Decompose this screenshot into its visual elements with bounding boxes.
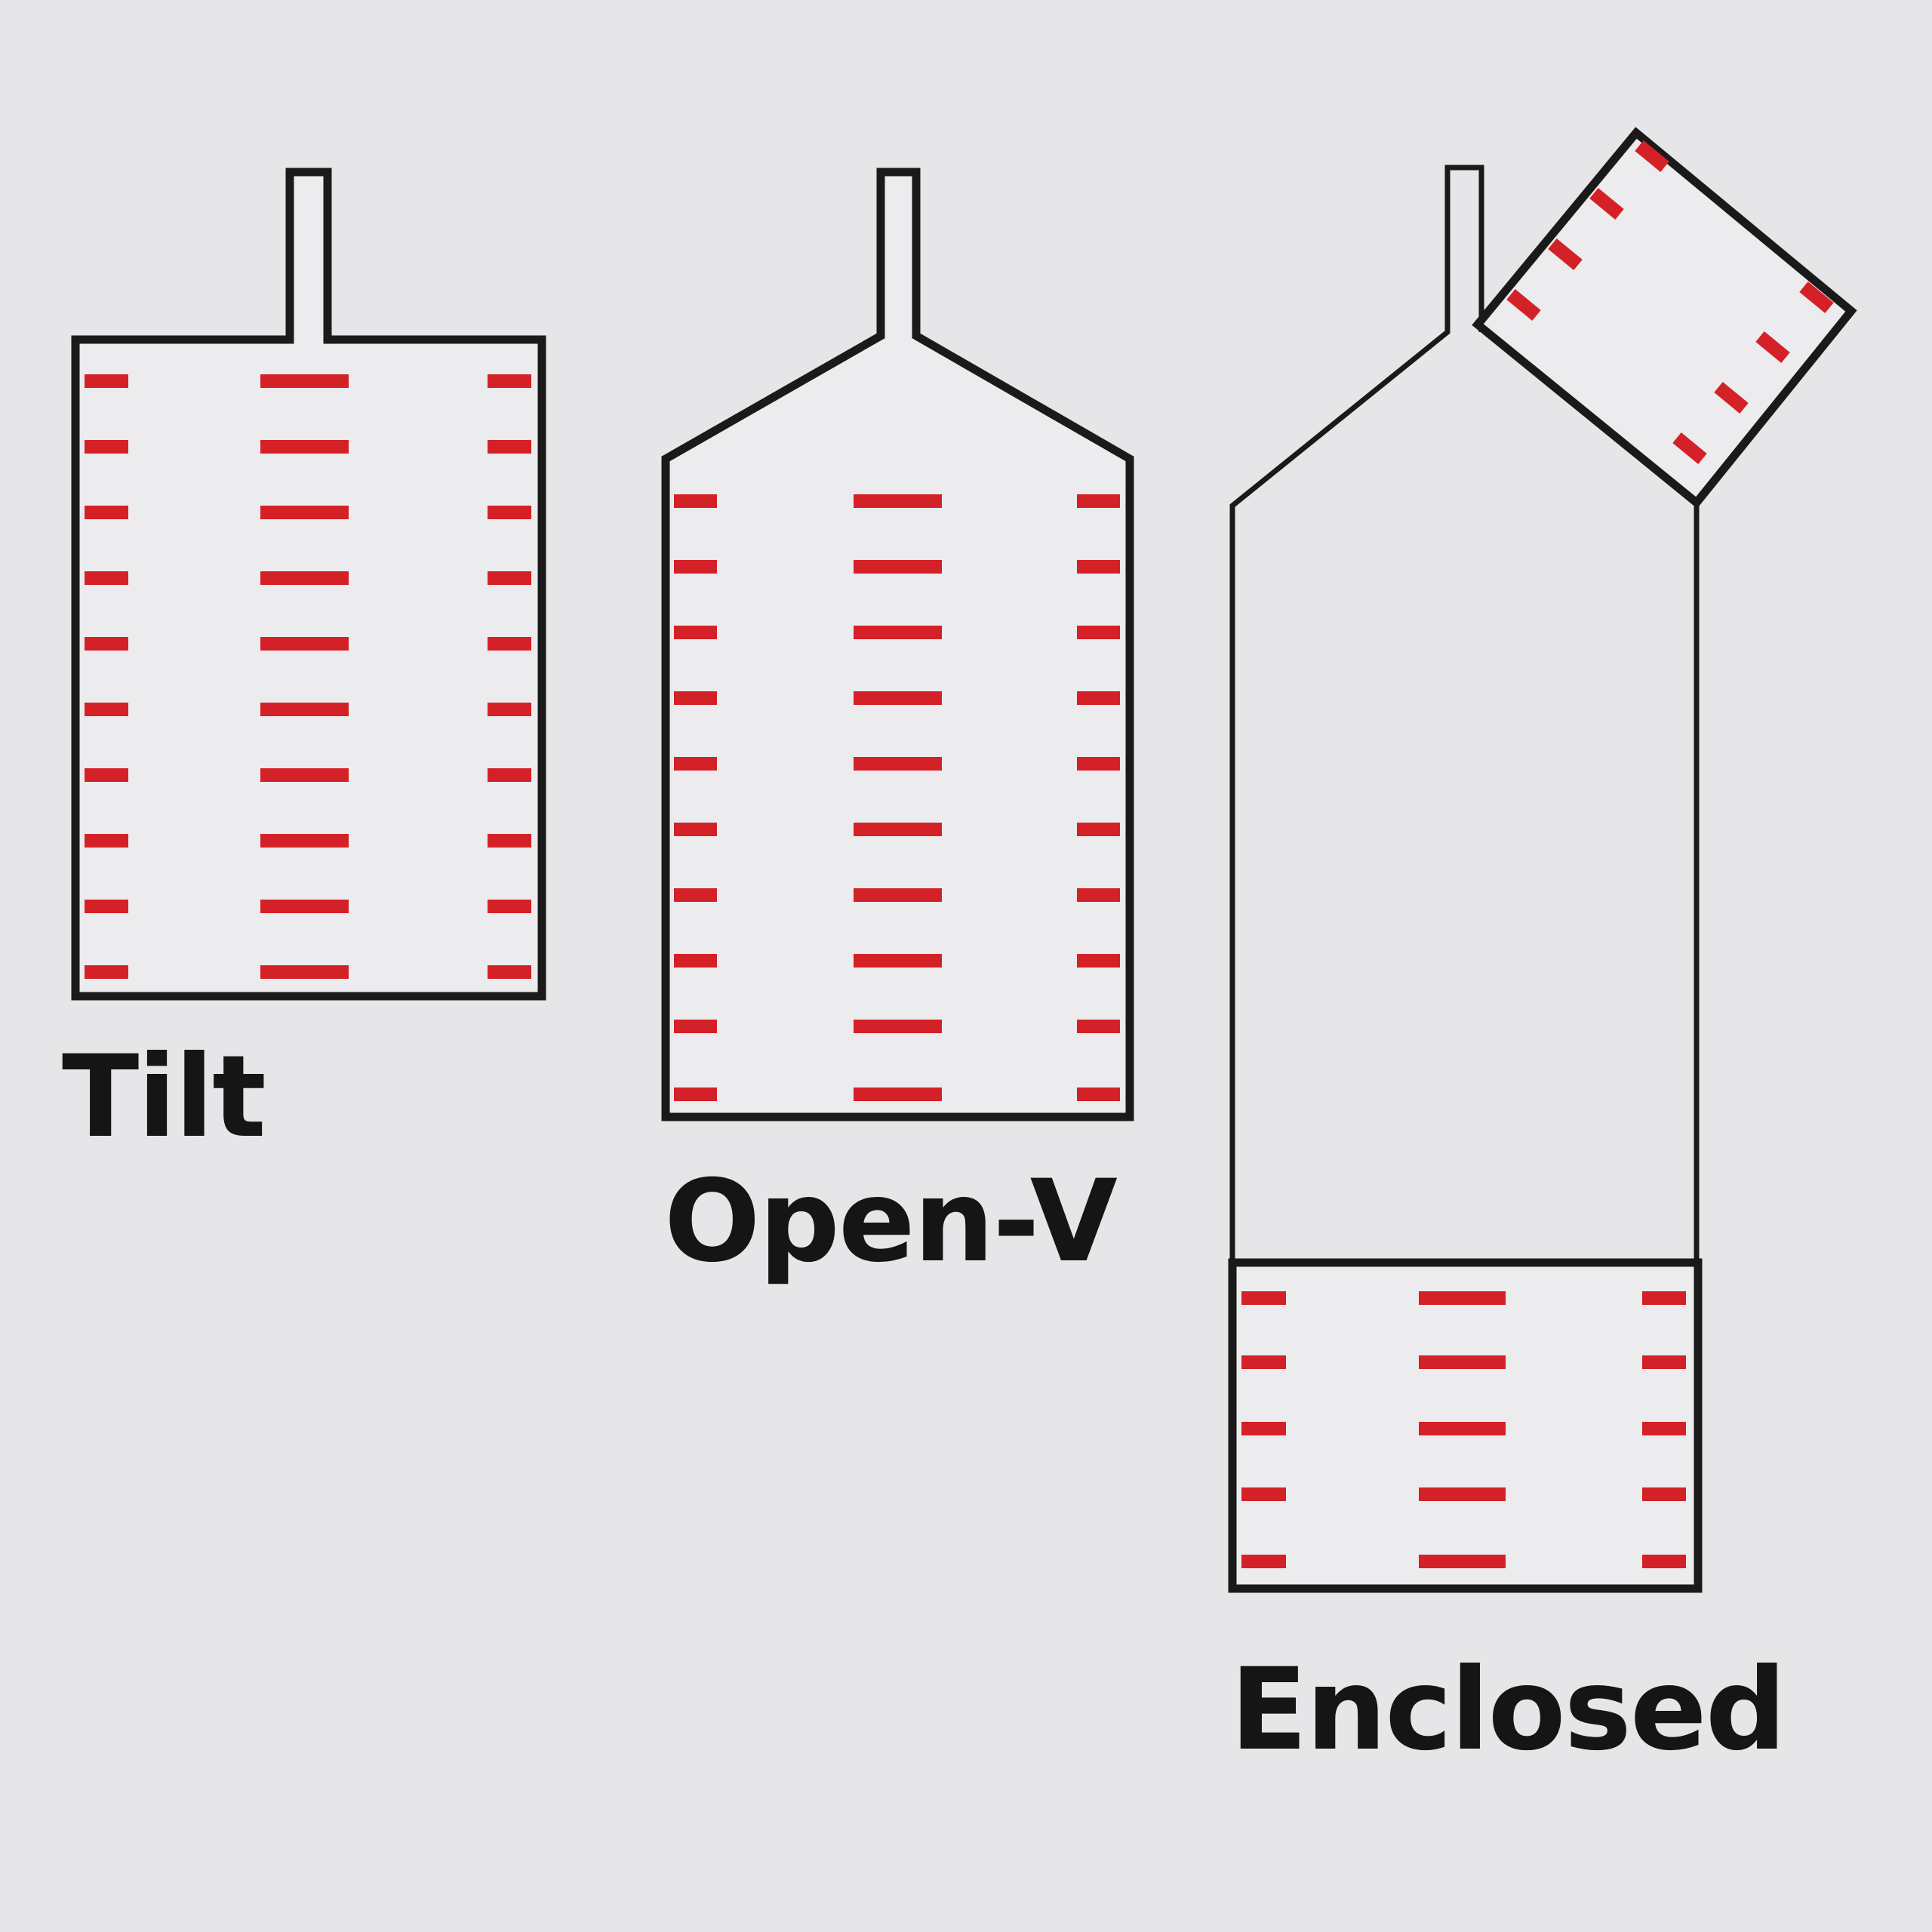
open-v-kiln-elements xyxy=(674,494,1120,1101)
enclosed-lid-element xyxy=(1672,432,1707,464)
enclosed-label: Enclosed xyxy=(1230,1644,1785,1776)
enclosed-lid-element xyxy=(1589,188,1624,220)
enclosed-lid-element xyxy=(1548,238,1583,270)
enclosed-lid-element xyxy=(1714,382,1749,414)
tilt-kiln: Tilt xyxy=(62,168,546,1163)
enclosed-lid-element xyxy=(1506,289,1541,321)
open-v-kiln-body xyxy=(661,168,1134,1121)
tilt-kiln-elements xyxy=(85,374,531,979)
tilt-label: Tilt xyxy=(62,1032,265,1163)
enclosed-kiln: Enclosed xyxy=(1228,127,1857,1776)
enclosed-kiln-chamber xyxy=(1229,165,1484,1260)
enclosed-lid-outline xyxy=(1472,127,1857,509)
open-v-kiln: Open-V xyxy=(661,168,1134,1287)
enclosed-lid-element xyxy=(1635,140,1669,172)
enclosed-lid-element xyxy=(1799,281,1834,313)
enclosed-kiln-lid xyxy=(1472,127,1857,509)
open-v-label: Open-V xyxy=(664,1156,1118,1287)
enclosed-lid-element xyxy=(1755,331,1790,363)
enclosed-kiln-elements xyxy=(1241,1291,1686,1568)
